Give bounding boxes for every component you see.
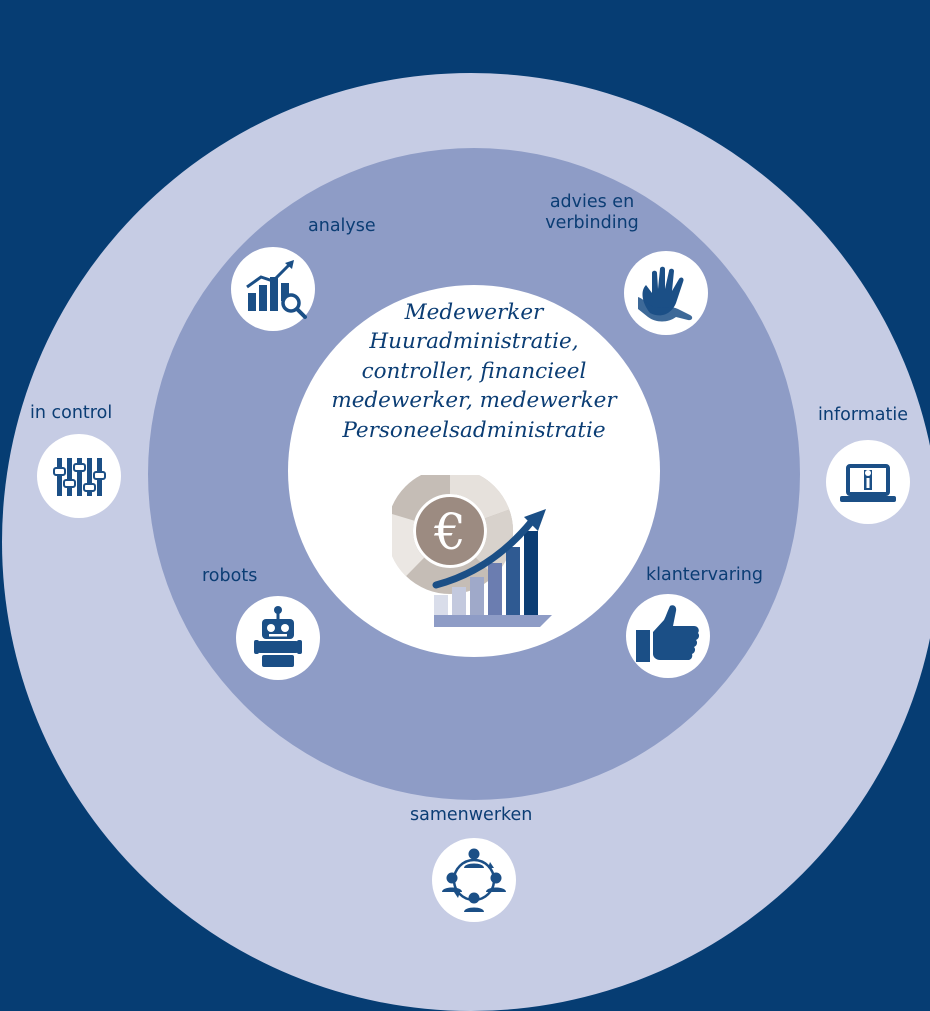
center-line: Personeelsadministratie: [342, 417, 606, 443]
center-line: Medewerker: [404, 300, 544, 325]
node-advies-en-verbinding[interactable]: [624, 251, 708, 335]
laptop-info-icon: [840, 464, 896, 502]
label-klantervaring: klantervaring: [646, 565, 763, 585]
label-informatie: informatie: [818, 405, 908, 425]
node-analyse[interactable]: [231, 247, 315, 331]
center-line: Huuradministratie,: [369, 329, 579, 355]
robot-icon: [254, 606, 302, 667]
label-analyse: analyse: [308, 216, 376, 236]
center-title: Medewerker Huuradministratie, controller…: [300, 298, 648, 445]
center-line: controller, financieel: [361, 358, 587, 384]
bar-chart-magnifier-icon: [246, 260, 307, 319]
node-samenwerken[interactable]: [432, 838, 516, 922]
helping-hand-icon: [638, 266, 693, 322]
thumbs-up-icon: [636, 605, 700, 662]
node-in-control[interactable]: [37, 434, 121, 518]
node-informatie[interactable]: [826, 440, 910, 524]
label-in-control: in control: [30, 403, 113, 423]
network-people-icon: [442, 848, 506, 912]
euro-growth-chart-icon: €: [392, 475, 552, 627]
label-robots: robots: [202, 566, 258, 586]
svg-text:€: €: [433, 503, 466, 561]
center-line: medewerker, medewerker: [331, 388, 617, 414]
sliders-icon: [53, 458, 106, 496]
label-samenwerken: samenwerken: [410, 805, 533, 825]
label-advies-en-verbinding: advies en verbinding: [545, 192, 639, 233]
node-klantervaring[interactable]: [626, 594, 710, 678]
diagram: Medewerker Huuradministratie, controller…: [2, 73, 930, 1011]
node-robots[interactable]: [236, 596, 320, 680]
